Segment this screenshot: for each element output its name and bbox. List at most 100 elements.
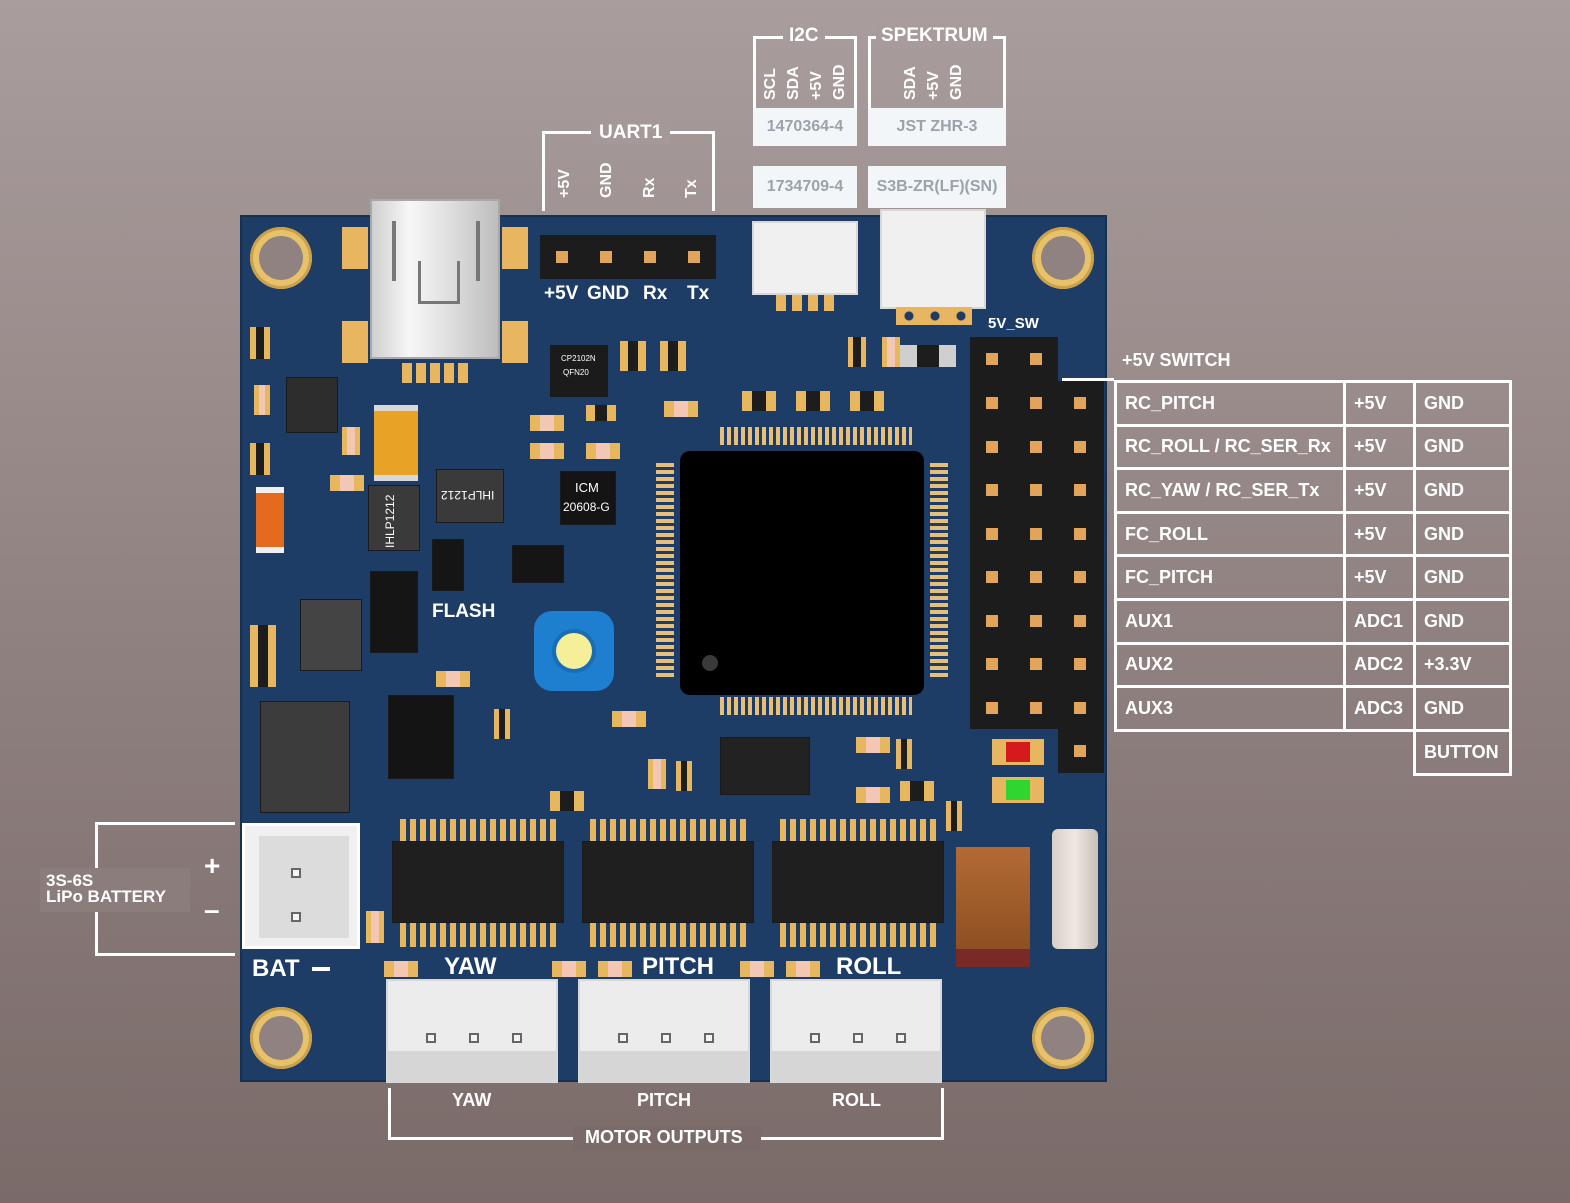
header-pin [986,484,998,496]
uart-pin-tx: Tx [683,179,700,198]
diode-sod128 [370,571,418,653]
resistor [552,961,586,977]
pin-signal-cell: FC_ROLL [1114,510,1346,558]
battery-connector [242,823,360,949]
motor-connector-pitch [578,979,750,1083]
resistor [530,443,564,459]
icm-label: ICM [575,480,599,495]
mounting-hole-bl [250,1007,312,1069]
i2c-pin-sda: SDA [785,66,802,100]
icm-20608-chip: ICM 20608-G [560,471,616,525]
orange-resistor [256,487,284,553]
tactile-button[interactable] [530,607,618,695]
resistor [342,427,360,455]
smd-part [250,327,270,359]
header-pin [986,397,998,409]
mcu-pins-top [720,427,912,445]
motor-output-roll: ROLL [832,1090,881,1110]
pin-ground-cell: GND [1413,554,1512,601]
header-pin [1074,484,1086,496]
pin-ground-cell: GND [1413,467,1512,514]
electrolytic-capacitor [956,847,1030,967]
silk-flash: FLASH [432,601,496,622]
smd-part [620,341,646,371]
smd-part [796,391,830,411]
driver-chip-roll [772,841,944,923]
motor-outputs-title: MOTOR OUTPUTS [585,1127,743,1147]
motor-connector-roll [770,979,942,1083]
battery-minus: – [204,894,220,925]
pin-signal-cell: RC_PITCH [1114,380,1346,427]
mcu-chip [680,451,924,695]
header-pin [1030,658,1042,670]
i2c-connector [752,221,858,295]
regulator-chip [286,377,338,433]
smd-part [250,443,270,475]
resistor [586,443,620,459]
uart-pin-5v: +5V [556,169,573,198]
resistor [664,401,698,417]
resistor [530,415,564,431]
switch-leader-line [1062,378,1114,381]
smd-part [660,341,686,371]
resistor [598,961,632,977]
spektrum-connector [880,209,986,309]
resistor [786,961,820,977]
usb-c-connector [370,199,500,359]
smd-part [550,791,584,811]
resistor [436,671,470,687]
header-pin [986,440,998,453]
spektrum-pin-5v: +5V [925,71,942,100]
driver-chip-pitch [582,841,754,923]
mounting-hole-tl [250,227,312,289]
usb-pad [502,321,528,363]
resistor [856,737,890,753]
power-chip-2 [388,695,454,779]
pcb-board: +5V GND Rx Tx 5V_SW CP2102N QFN20 ICM 20… [240,199,1107,1083]
spektrum-pin-gnd: GND [948,64,965,100]
i2c-part-top: 1470364-4 [753,108,857,146]
ihlp-h-label: IHLP1212 [441,488,495,502]
header-pin [986,571,998,583]
pin-power-cell: +5V [1343,554,1416,601]
usb-pad [342,321,368,363]
pin-power-cell: ADC3 [1343,685,1416,732]
resistor [366,911,384,943]
spektrum-pin-sda: SDA [902,66,919,100]
i2c-title: I2C [783,25,825,47]
smd-part [900,781,934,801]
motor-outputs-title-bg [573,1126,761,1150]
resistor [612,711,646,727]
battery-line1: 3S-6S [46,871,94,890]
pin-ground-cell: GND [1413,380,1512,427]
smd-part [494,709,510,739]
mcu-pins-right [930,463,948,679]
smd-part [850,391,884,411]
pin-power-cell: +5V [1343,510,1416,558]
header-pin [1030,571,1042,583]
driver-chip-yaw [392,841,564,923]
resistor [856,787,890,803]
spektrum-title: SPEKTRUM [876,25,993,47]
ihlp1212-inductor-h: IHLP1212 [436,469,504,523]
uart-pin-rx: Rx [641,177,658,198]
smd-part [896,739,912,769]
usb-pad [502,227,528,269]
silk-uart-rx: Rx [643,283,668,304]
silk-yaw: YAW [444,953,497,980]
pin-ground-cell: GND [1413,423,1512,471]
resistor [882,337,900,367]
pin-signal-cell: AUX1 [1114,598,1346,645]
mcu-pins-left [656,463,674,679]
aux-chip [512,545,564,583]
pin-signal-cell: FC_PITCH [1114,554,1346,601]
smd-part [676,761,692,791]
led-green [992,777,1044,803]
button-cell: BUTTON [1413,729,1512,776]
button-pin [1074,745,1086,757]
silk-uart-gnd: GND [587,283,630,304]
slide-switch [1052,829,1098,949]
header-pin [986,701,998,714]
header-pin [1030,701,1042,714]
header-pin [1074,701,1086,714]
